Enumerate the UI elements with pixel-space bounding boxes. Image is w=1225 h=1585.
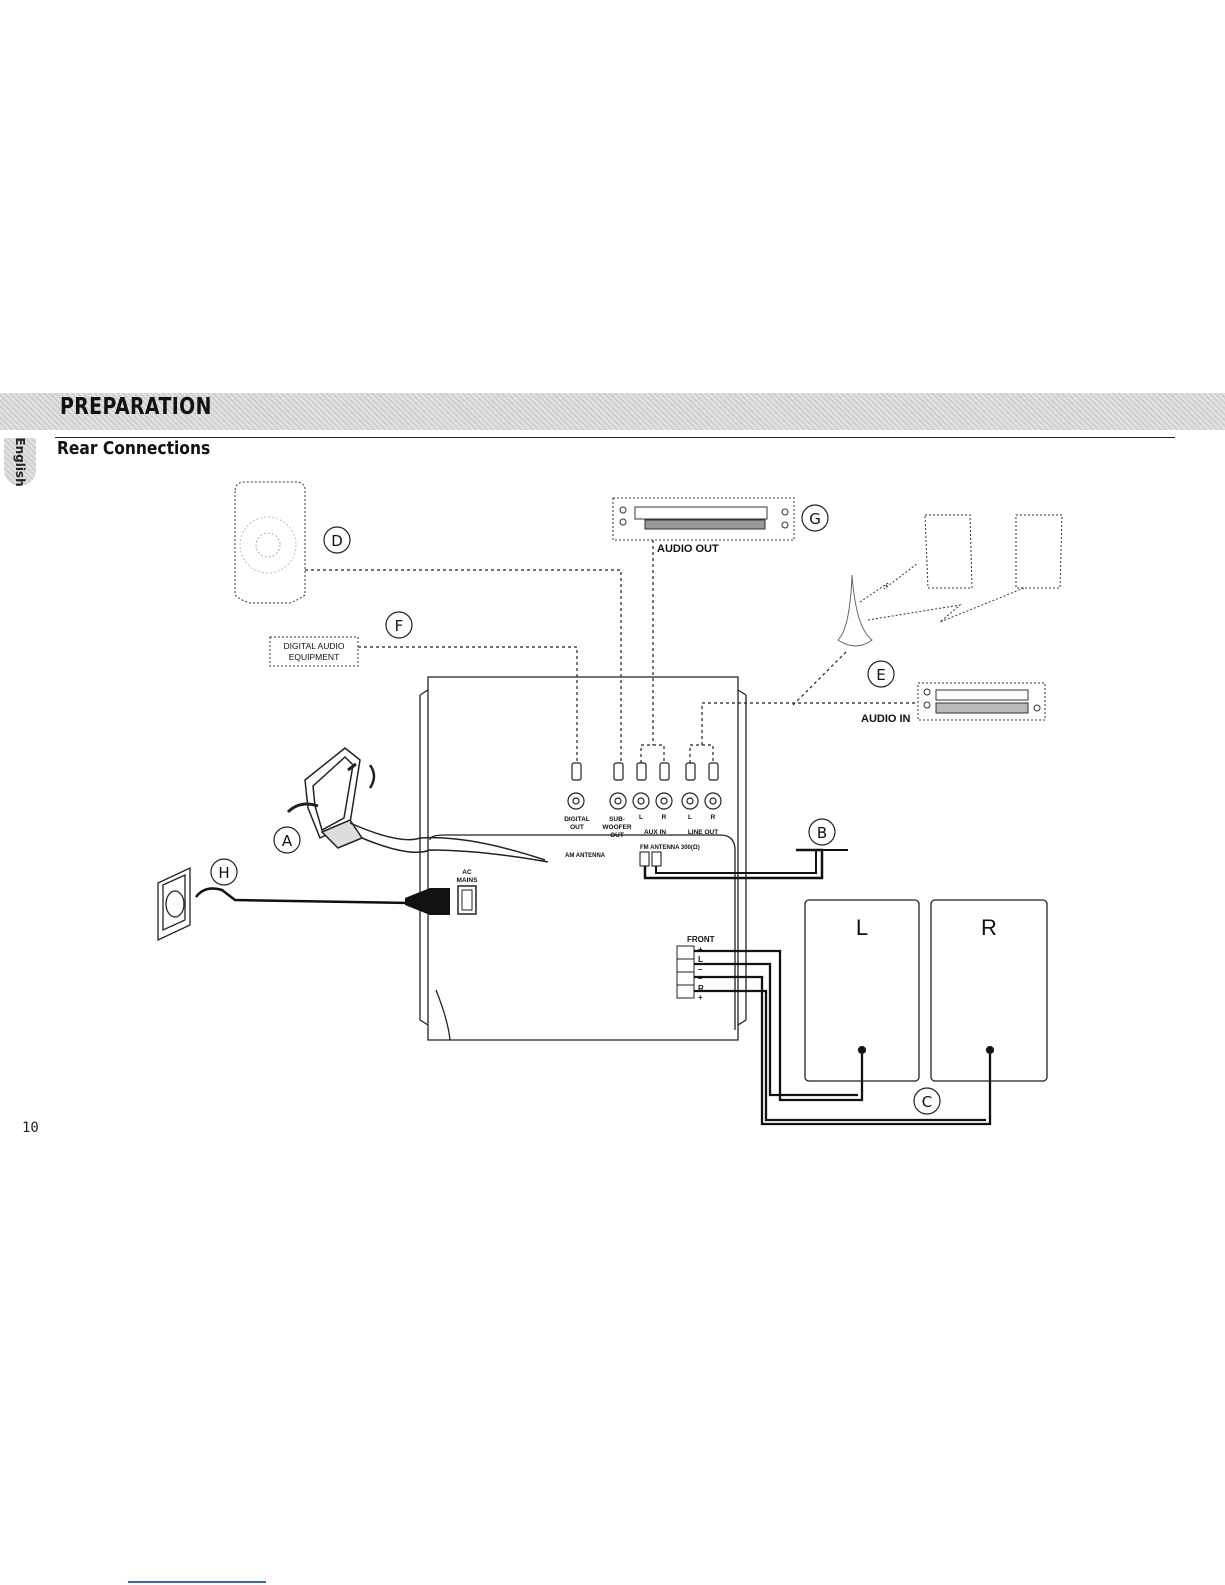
callout-f: F (395, 617, 404, 635)
rca-jacks (568, 763, 721, 809)
am-antenna-label: AM ANTENNA (565, 853, 606, 859)
ac-mains-label-1: AC (462, 869, 472, 876)
terminal-plus-2: + (698, 993, 703, 1002)
wireless-speakers-icon (838, 515, 1062, 646)
callout-e: E (876, 666, 885, 684)
callout-c: C (922, 1093, 932, 1111)
audio-out-device-icon (613, 498, 794, 540)
subwoofer-out-label-2: WOOFER (602, 824, 632, 831)
digital-audio-equipment-label-2: EQUIPMENT (289, 652, 340, 662)
audio-in-label: AUDIO IN (861, 713, 911, 725)
speaker-left-label: L (856, 915, 868, 940)
digital-out-label-2: OUT (570, 824, 584, 831)
fm-antenna-label: FM ANTENNA 300(Ω) (640, 845, 700, 851)
page-number: 10 (22, 1120, 39, 1136)
digital-audio-equipment-label-1: DIGITAL AUDIO (284, 641, 345, 651)
subwoofer-out-label-3: OUT (610, 832, 624, 839)
callout-h: H (218, 864, 229, 882)
signal-cables (305, 540, 915, 763)
aux-in-r-label: R (662, 814, 667, 821)
callout-g: G (809, 510, 821, 528)
line-out-label: LINE OUT (688, 829, 718, 836)
line-out-l-label: L (688, 814, 692, 821)
power-cord (196, 886, 476, 915)
subwoofer-out-label-1: SUB- (609, 816, 625, 823)
speaker-terminals (677, 946, 694, 998)
audio-out-label: AUDIO OUT (657, 543, 719, 555)
aux-in-l-label: L (639, 814, 643, 821)
ac-mains-label-2: MAINS (457, 877, 479, 884)
speaker-boxes (805, 900, 1047, 1081)
callout-a: A (282, 832, 293, 850)
terminal-plus-1: + (698, 945, 703, 954)
terminal-l-label: L (698, 955, 703, 964)
remote-device-icon (235, 482, 305, 603)
bottom-link-rule (128, 1581, 266, 1583)
fm-antenna-wire (640, 850, 848, 878)
terminal-minus-2: – (698, 974, 703, 983)
audio-in-device-icon (918, 683, 1045, 720)
aux-in-label: AUX IN (644, 829, 666, 836)
speaker-right-label: R (981, 915, 997, 940)
terminal-minus-1: – (698, 965, 703, 974)
wall-outlet-icon (158, 868, 190, 940)
terminal-r-label: R (698, 984, 704, 993)
digital-out-label-1: DIGITAL (564, 816, 590, 823)
am-loop-antenna-icon (288, 748, 548, 862)
callout-b: B (817, 824, 827, 842)
line-out-r-label: R (711, 814, 716, 821)
front-label: FRONT (687, 935, 715, 944)
callout-d: D (331, 532, 343, 550)
